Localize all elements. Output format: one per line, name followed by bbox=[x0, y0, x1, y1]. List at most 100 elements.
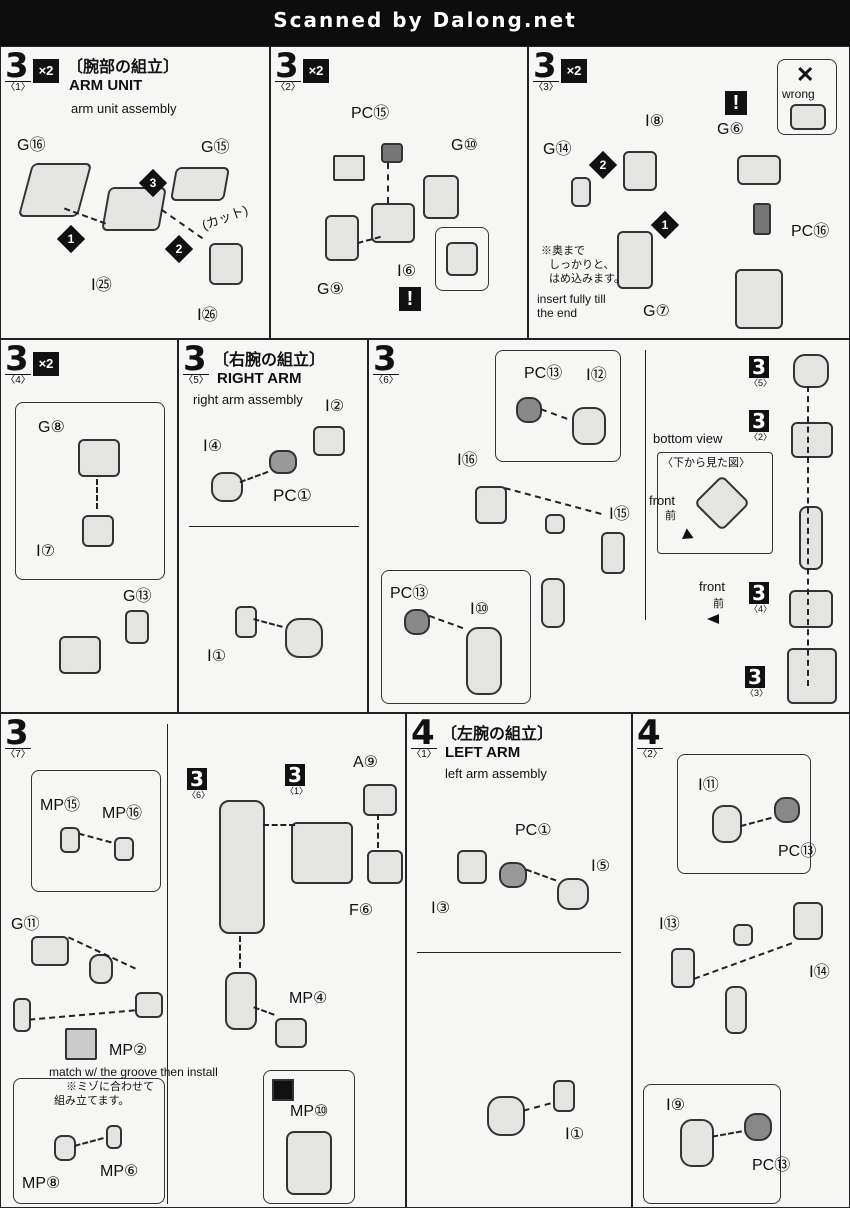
scan-watermark: Scanned by Dalong.net bbox=[273, 8, 577, 32]
substep-label: 〈1〉 bbox=[5, 81, 31, 93]
part-label: G⑪ bbox=[11, 916, 40, 933]
part-label: G⑥ bbox=[717, 121, 744, 138]
part-shape bbox=[623, 151, 657, 191]
part-label: G⑬ bbox=[123, 588, 152, 605]
assembly-arrow bbox=[693, 942, 793, 980]
step-number: 3 bbox=[5, 713, 29, 753]
step-number: 3 bbox=[373, 339, 397, 379]
part-shape bbox=[54, 1135, 76, 1161]
part-shape bbox=[790, 104, 826, 130]
part-label: Ⅰ⑤ bbox=[591, 858, 611, 875]
part-label: Ⅰ① bbox=[565, 1126, 585, 1143]
part-shape bbox=[787, 648, 837, 704]
assembly-arrow bbox=[160, 208, 204, 240]
part-label: G⑧ bbox=[38, 419, 65, 436]
order-marker: 2 bbox=[588, 150, 618, 180]
front-arrow bbox=[670, 528, 694, 550]
wrong-example-callout: ✕ wrong bbox=[777, 59, 837, 135]
part-shape bbox=[545, 514, 565, 534]
reference-step-3-1: 3〈1〉 bbox=[285, 763, 309, 796]
part-label: G⑩ bbox=[451, 137, 478, 154]
step-number: 4 bbox=[637, 713, 661, 753]
part-shape bbox=[557, 878, 589, 910]
detail-callout: PC⑬ Ⅰ⑫ bbox=[495, 350, 621, 462]
detail-callout: Ⅰ⑪ PC⑬ bbox=[677, 754, 816, 874]
front-label: front bbox=[699, 579, 726, 594]
assembly-arrow bbox=[387, 163, 389, 203]
detail-callout: PC⑬ Ⅰ⑩ bbox=[381, 570, 531, 704]
part-label: Ⅰ⑮ bbox=[609, 506, 630, 523]
order-marker: 2 bbox=[164, 234, 194, 264]
step-number: 4 bbox=[411, 713, 435, 753]
polycap-shape bbox=[744, 1113, 772, 1141]
assembly-arrow bbox=[96, 479, 98, 509]
assembly-arrow bbox=[74, 1137, 104, 1147]
part-shape bbox=[285, 618, 323, 658]
part-label: G⑮ bbox=[201, 139, 230, 156]
substep-label: 〈2〉 bbox=[275, 81, 301, 93]
part-shape bbox=[423, 175, 459, 219]
assembly-arrow bbox=[540, 408, 568, 420]
assembly-arrow bbox=[504, 487, 602, 515]
divider-line bbox=[645, 350, 646, 620]
part-shape bbox=[78, 439, 120, 477]
part-label: MP⑮ bbox=[40, 797, 81, 814]
section-title-en: LEFT ARM bbox=[445, 744, 521, 761]
bottom-view-label: bottom view bbox=[653, 431, 723, 446]
part-label: PC⑮ bbox=[351, 105, 390, 122]
part-label: Ⅰ① bbox=[207, 648, 227, 665]
part-label: MP④ bbox=[289, 990, 328, 1007]
part-shape bbox=[291, 822, 353, 884]
part-shape bbox=[170, 167, 230, 201]
substep-label: 〈4〉 bbox=[5, 374, 31, 386]
part-label: Ⅰ⑦ bbox=[36, 543, 56, 560]
part-label: A⑨ bbox=[353, 754, 379, 771]
part-label: MP⑥ bbox=[100, 1163, 139, 1180]
insert-note-jp-1: ※奥まで bbox=[541, 245, 585, 257]
detail-callout: MP⑩ bbox=[263, 1070, 355, 1204]
reference-step-3-4: 3〈4〉 bbox=[749, 581, 773, 614]
part-shape bbox=[363, 784, 397, 816]
reference-step-3-5: 3〈5〉 bbox=[749, 355, 773, 388]
detail-callout: G⑧ Ⅰ⑦ bbox=[15, 402, 165, 580]
polycap-shape bbox=[269, 450, 297, 474]
part-label: Ⅰ㉕ bbox=[91, 277, 112, 294]
part-label: Ⅰ⑫ bbox=[586, 367, 607, 384]
reference-step-3-6: 3〈6〉 bbox=[187, 767, 211, 800]
part-label: MP⑩ bbox=[290, 1103, 329, 1120]
part-shape bbox=[735, 269, 783, 329]
part-shape bbox=[789, 590, 833, 628]
bottom-view-callout: 〈下から見た図〉 bbox=[657, 452, 773, 554]
insert-note-jp-2: しっかりと、 bbox=[549, 259, 615, 271]
cut-note: (カット) bbox=[199, 202, 250, 233]
quantity-badge: ×2 bbox=[561, 59, 587, 83]
part-shape bbox=[89, 954, 113, 984]
part-label: PC⑬ bbox=[752, 1157, 791, 1174]
substep-label: 〈1〉 bbox=[411, 748, 437, 760]
assembly-arrow bbox=[239, 936, 241, 968]
quantity-badge: ×2 bbox=[33, 59, 59, 83]
part-label: PC⑬ bbox=[524, 365, 563, 382]
part-shape bbox=[799, 506, 823, 570]
part-label: PC① bbox=[273, 486, 312, 505]
section-subtitle: left arm assembly bbox=[445, 766, 547, 781]
assembly-arrow bbox=[239, 470, 269, 484]
part-shape bbox=[793, 902, 823, 940]
panel-step-3-4: 3 〈4〉 ×2 G⑧ Ⅰ⑦ G⑬ bbox=[0, 339, 178, 713]
order-marker: 3 bbox=[138, 168, 168, 198]
part-shape bbox=[487, 1096, 525, 1136]
part-shape bbox=[475, 486, 507, 524]
part-label: Ⅰ⑪ bbox=[698, 777, 719, 794]
section-subtitle: arm unit assembly bbox=[71, 101, 177, 116]
wrong-label: wrong bbox=[782, 87, 815, 101]
part-label: MP② bbox=[109, 1042, 148, 1059]
panel-step-4-1: 4 〈1〉 〔左腕の組立〕 LEFT ARM left arm assembly… bbox=[406, 713, 632, 1208]
part-shape bbox=[135, 992, 163, 1018]
callout-frame-line bbox=[417, 952, 621, 953]
part-shape bbox=[13, 998, 31, 1032]
part-shape bbox=[446, 242, 478, 276]
part-label: F⑥ bbox=[349, 902, 374, 919]
panel-step-3-7: 3 〈7〉 MP⑮ MP⑯ G⑪ MP② match w/ the groove… bbox=[0, 713, 406, 1208]
assembly-arrow bbox=[523, 1102, 551, 1112]
section-title-jp: 〔腕部の組立〕 bbox=[67, 59, 180, 76]
